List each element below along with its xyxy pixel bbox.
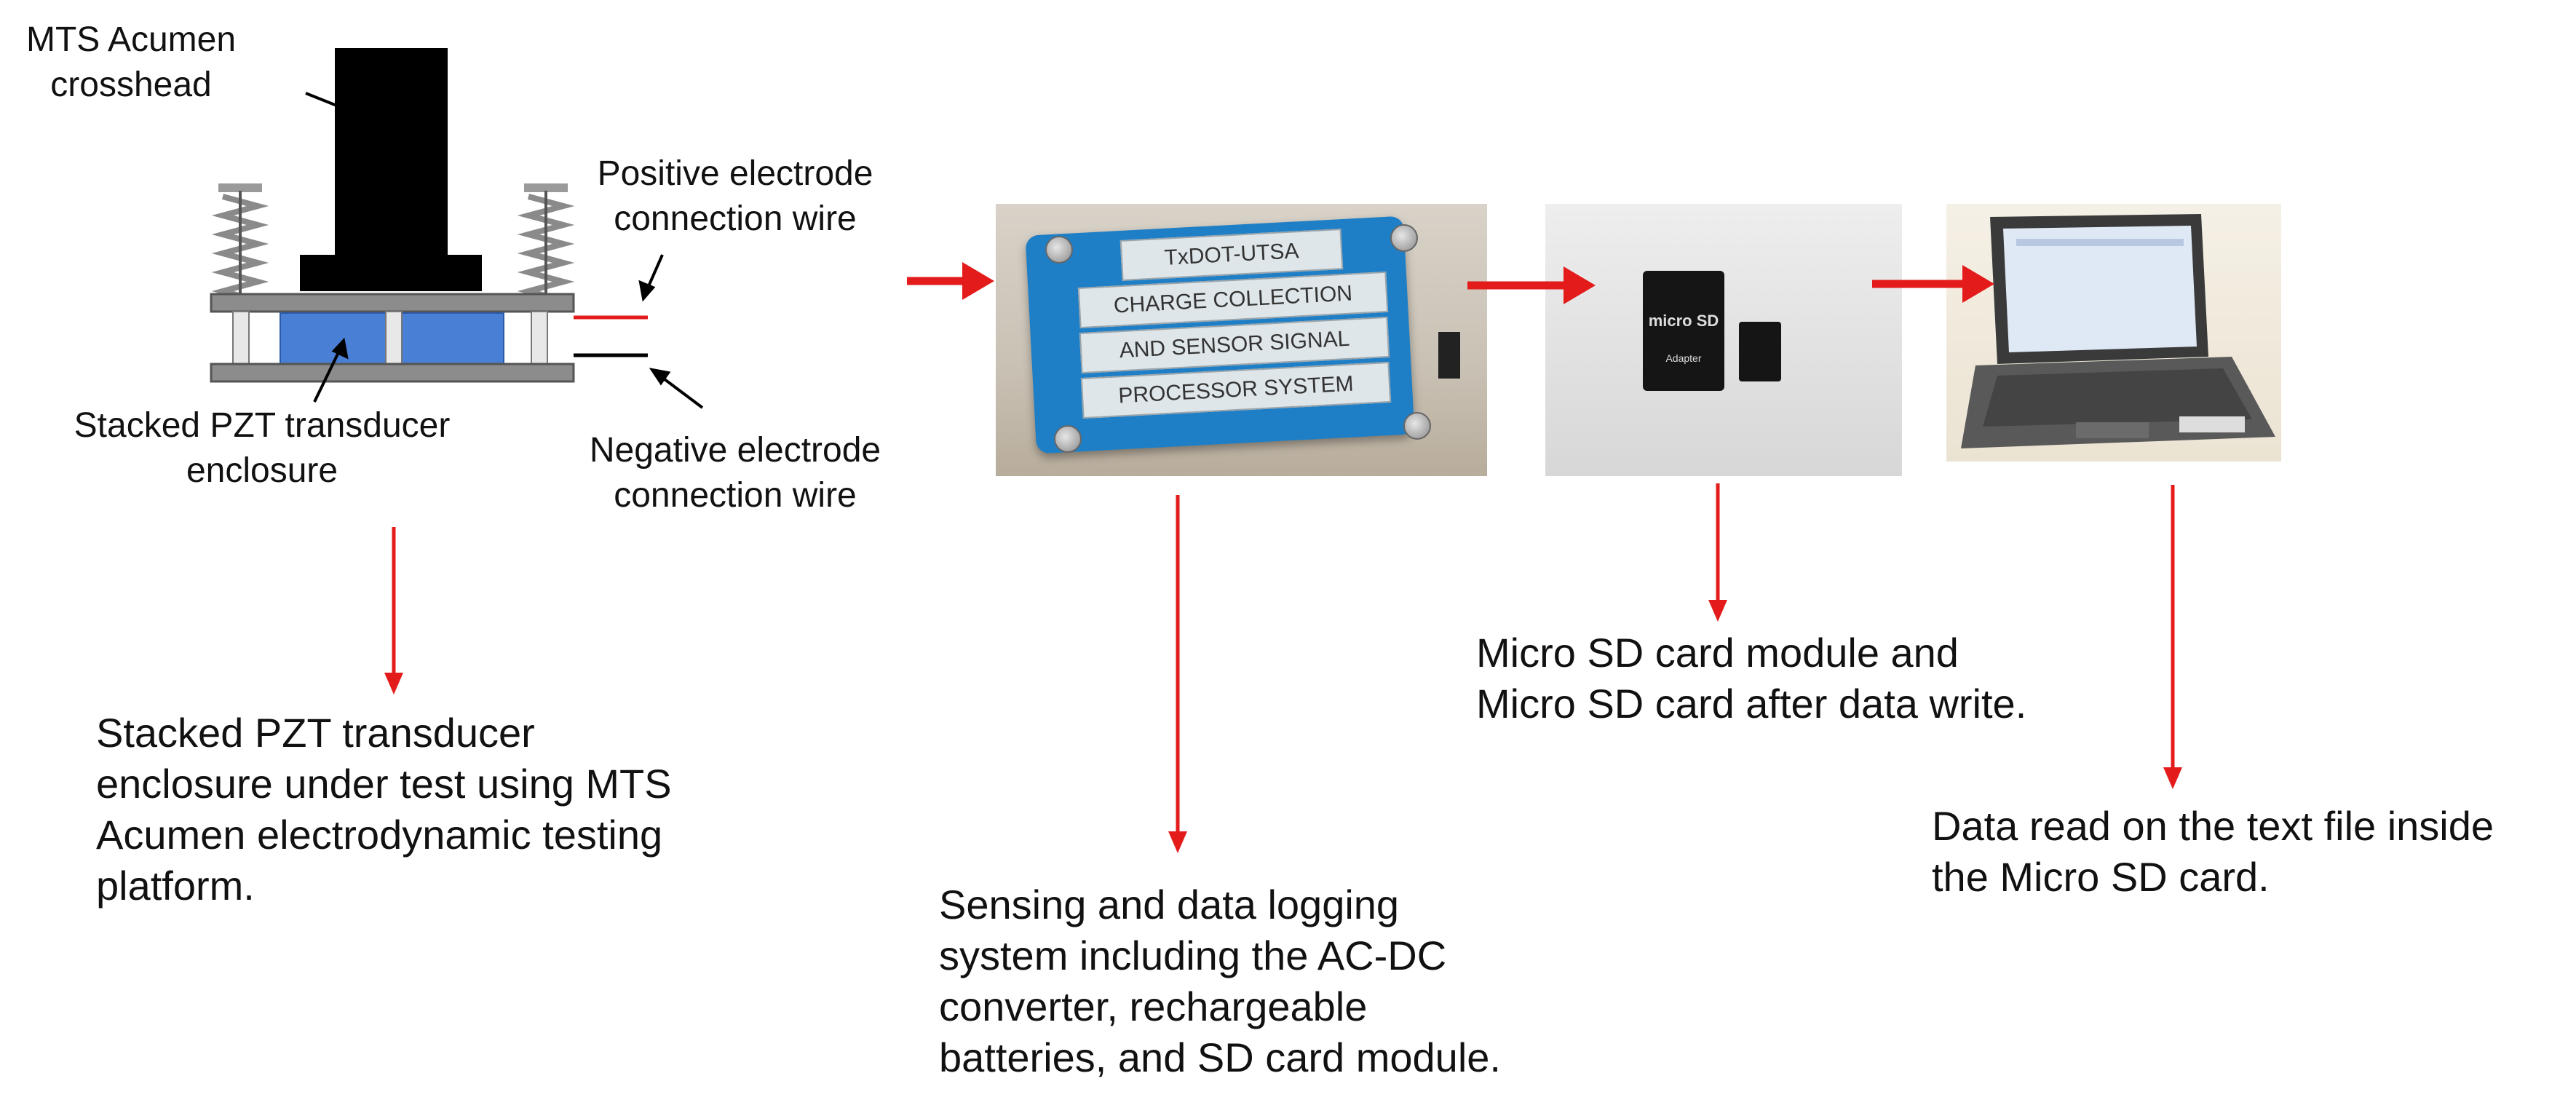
enclosure-label: Stacked PZT transducer enclosure xyxy=(73,403,451,494)
spring-left xyxy=(211,183,269,306)
caption-laptop: Data read on the text file inside the Mi… xyxy=(1932,801,2494,903)
screw-icon xyxy=(1403,412,1431,440)
flow-arrow xyxy=(1872,265,1994,303)
logger-side-connector xyxy=(1438,332,1460,379)
sd-adapter-card-text: micro SD xyxy=(1648,312,1719,330)
caption-line: Data read on the text file inside xyxy=(1932,803,2494,849)
caption-line: Micro SD card module and xyxy=(1476,630,1959,676)
flow-arrow xyxy=(907,262,994,300)
caption-data-logging: Sensing and data logging system includin… xyxy=(939,879,1501,1083)
caption-line: Sensing and data logging xyxy=(939,882,1400,927)
sd-card-photo: micro SD Adapter xyxy=(1545,204,1902,476)
negative-electrode-label-line: Negative electrode xyxy=(589,431,881,470)
enclosure-label-line: enclosure xyxy=(186,451,338,490)
positive-electrode-label-line: Positive electrode xyxy=(597,154,873,193)
crosshead-base xyxy=(300,255,482,291)
negative-electrode-label: Negative electrode connection wire xyxy=(568,428,903,518)
down-arrow xyxy=(1168,495,1187,853)
laptop-icon xyxy=(1961,214,2275,448)
laptop-photo xyxy=(1946,204,2281,462)
caption-line: enclosure under test using MTS xyxy=(96,761,672,807)
positive-electrode-label: Positive electrode connection wire xyxy=(568,151,903,242)
screw-icon xyxy=(1045,236,1073,264)
caption-line: converter, rechargeable xyxy=(939,984,1368,1029)
screw-icon xyxy=(1054,425,1082,453)
sd-adapter: micro SD Adapter xyxy=(1643,271,1724,391)
spring-right xyxy=(517,183,575,306)
sd-adapter-text: Adapter xyxy=(1665,352,1702,364)
data-logger-photo: TxDOT-UTSA CHARGE COLLECTION AND SENSOR … xyxy=(996,204,1487,476)
flow-arrow xyxy=(1467,266,1596,304)
positive-electrode-label-line: connection wire xyxy=(614,199,857,238)
micro-sd-card xyxy=(1739,322,1781,381)
test-setup-schematic xyxy=(210,48,704,409)
enclosure-label-line: Stacked PZT transducer xyxy=(74,406,451,445)
caption-line: system including the AC-DC xyxy=(939,933,1447,978)
caption-line: the Micro SD card. xyxy=(1932,854,2270,900)
crosshead-label-line: crosshead xyxy=(50,66,212,104)
caption-sd-card: Micro SD card module and Micro SD card a… xyxy=(1476,628,2026,729)
caption-test-setup: Stacked PZT transducer enclosure under t… xyxy=(96,708,672,911)
caption-line: batteries, and SD card module. xyxy=(939,1034,1501,1080)
callout-pointers xyxy=(305,92,704,409)
crosshead-label-line: MTS Acumen xyxy=(25,20,237,59)
caption-line: Stacked PZT transducer xyxy=(96,710,535,756)
caption-line: Acumen electrodynamic testing xyxy=(96,812,663,858)
crosshead-label: MTS Acumen crosshead xyxy=(7,17,255,108)
crosshead-column xyxy=(335,48,448,255)
down-arrow xyxy=(384,527,403,694)
down-arrow xyxy=(2163,485,2182,789)
caption-line: platform. xyxy=(96,863,255,909)
down-arrow xyxy=(1708,483,1727,622)
negative-electrode-label-line: connection wire xyxy=(614,476,857,515)
bottom-plate xyxy=(210,363,575,383)
caption-line: Micro SD card after data write. xyxy=(1476,681,2027,727)
screw-icon xyxy=(1390,224,1418,252)
